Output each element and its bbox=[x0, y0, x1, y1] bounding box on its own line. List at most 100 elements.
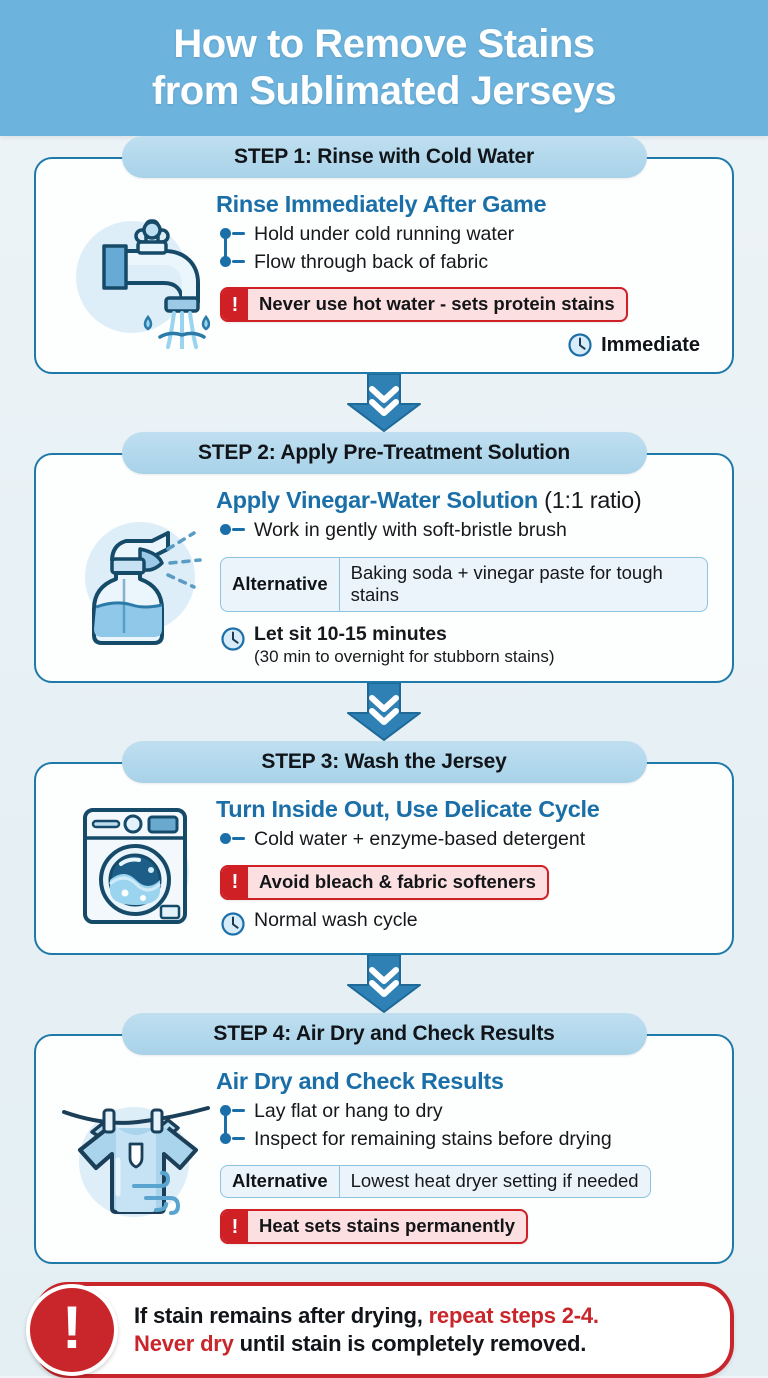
bullet-dot-icon bbox=[220, 833, 231, 845]
final-alert-line1-b: repeat steps 2-4. bbox=[428, 1302, 599, 1328]
double-chevron-down-arrow bbox=[347, 955, 421, 1014]
step-1-bullets: Hold under cold running water Flow throu… bbox=[220, 221, 708, 276]
step-2-alternative-label: Alternative bbox=[221, 558, 340, 612]
step-2-content: Apply Vinegar-Water Solution (1:1 ratio)… bbox=[216, 485, 714, 667]
page-title: How to Remove Stains from Sublimated Jer… bbox=[151, 21, 617, 115]
step-4-alternative-label: Alternative bbox=[221, 1166, 340, 1198]
step-1-timing: Immediate bbox=[216, 332, 708, 358]
step-3-bullet-1: Cold water + enzyme-based detergent bbox=[220, 826, 708, 854]
exclamation-mark-icon: ! bbox=[26, 1284, 118, 1377]
step-3-bullets: Cold water + enzyme-based detergent bbox=[220, 826, 708, 854]
step-3-body: Turn Inside Out, Use Delicate Cycle Cold… bbox=[34, 762, 734, 956]
bullet-rail bbox=[224, 232, 227, 263]
steps-container: STEP 1: Rinse with Cold Water bbox=[0, 136, 768, 1265]
step-1-bullet-1: Hold under cold running water bbox=[220, 221, 708, 249]
step-2-heading-text: Apply Vinegar-Water Solution bbox=[216, 487, 538, 514]
step-4-pill: STEP 4: Air Dry and Check Results bbox=[121, 1013, 647, 1056]
clock-icon bbox=[568, 333, 592, 357]
page-header: How to Remove Stains from Sublimated Jer… bbox=[0, 0, 768, 136]
bullet-stem-icon bbox=[232, 837, 245, 841]
step-1-warning-text: Never use hot water - sets protein stain… bbox=[259, 293, 615, 315]
final-alert-banner: ! If stain remains after drying, repeat … bbox=[26, 1282, 734, 1378]
clock-icon bbox=[221, 627, 245, 651]
bullet-stem-icon bbox=[232, 528, 245, 532]
step-card-1: STEP 1: Rinse with Cold Water bbox=[34, 136, 734, 375]
step-4-bullet-1-text: Lay flat or hang to dry bbox=[254, 1100, 443, 1123]
step-4-alternative-badge: Alternative Lowest heat dryer setting if… bbox=[220, 1165, 651, 1199]
clock-icon bbox=[221, 912, 245, 936]
faucet-icon bbox=[54, 199, 216, 349]
step-1-heading-text: Rinse Immediately After Game bbox=[216, 191, 547, 217]
step-4-heading-text: Air Dry and Check Results bbox=[216, 1068, 504, 1095]
step-2-pill-label: STEP 2: Apply Pre-Treatment Solution bbox=[197, 441, 571, 465]
step-1-bullet-2-text: Flow through back of fabric bbox=[254, 250, 489, 273]
step-3-bullet-1-text: Cold water + enzyme-based detergent bbox=[254, 828, 586, 851]
double-chevron-down-arrow bbox=[347, 374, 421, 433]
step-3-heading-text: Turn Inside Out, Use Delicate Cycle bbox=[216, 796, 600, 823]
step-2-bullets: Work in gently with soft-bristle brush bbox=[220, 517, 708, 545]
step-2-time-label: Let sit 10-15 minutes bbox=[254, 623, 447, 646]
step-1-content: Rinse Immediately After Game Hold under … bbox=[216, 189, 714, 358]
bullet-dot-icon bbox=[220, 1105, 231, 1117]
step-3-heading: Turn Inside Out, Use Delicate Cycle bbox=[216, 796, 708, 823]
step-4-bullet-1: Lay flat or hang to dry bbox=[220, 1098, 708, 1126]
step-4-bullet-2-text: Inspect for remaining stains before dryi… bbox=[254, 1127, 612, 1150]
step-card-2: STEP 2: Apply Pre-Treatment Solution bbox=[34, 432, 734, 684]
bullet-rail bbox=[224, 1109, 227, 1140]
bullet-dot-icon bbox=[220, 1132, 231, 1144]
final-alert-section: ! If stain remains after drying, repeat … bbox=[0, 1264, 768, 1378]
step-1-bullet-2: Flow through back of fabric bbox=[220, 249, 708, 277]
step-4-bullets: Lay flat or hang to dry Inspect for rema… bbox=[220, 1098, 708, 1153]
step-4-pill-label: STEP 4: Air Dry and Check Results bbox=[213, 1022, 555, 1046]
final-alert-line1-a: If stain remains after drying, bbox=[134, 1302, 429, 1328]
bullet-stem-icon bbox=[232, 259, 245, 263]
step-4-warning-text: Heat sets stains permanently bbox=[259, 1215, 516, 1237]
step-card-3: STEP 3: Wash the Jersey bbox=[34, 741, 734, 956]
step-1-pill: STEP 1: Rinse with Cold Water bbox=[121, 136, 647, 178]
step-1-heading: Rinse Immediately After Game bbox=[216, 191, 708, 218]
bullet-dot-icon bbox=[220, 255, 231, 267]
exclamation-mark-glyph: ! bbox=[62, 1294, 82, 1362]
step-4-bullet-2: Inspect for remaining stains before dryi… bbox=[220, 1126, 708, 1154]
connector-arrow-3 bbox=[34, 955, 734, 1014]
exclamation-icon: ! bbox=[222, 289, 248, 321]
bullet-stem-icon bbox=[232, 1109, 245, 1113]
hanging-shirt-icon bbox=[54, 1082, 216, 1232]
exclamation-icon: ! bbox=[222, 1211, 248, 1243]
step-3-time-label: Normal wash cycle bbox=[254, 908, 418, 931]
connector-arrow-2 bbox=[34, 683, 734, 742]
bullet-stem-icon bbox=[232, 1136, 245, 1140]
step-2-heading-suffix: (1:1 ratio) bbox=[537, 487, 642, 514]
step-1-pill-label: STEP 1: Rinse with Cold Water bbox=[234, 145, 534, 168]
step-1-body: Rinse Immediately After Game Hold under … bbox=[34, 157, 734, 375]
step-card-4: STEP 4: Air Dry and Check Results bbox=[34, 1013, 734, 1265]
step-2-time-sublabel: (30 min to overnight for stubborn stains… bbox=[254, 647, 555, 667]
step-1-bullet-1-text: Hold under cold running water bbox=[254, 223, 515, 246]
step-2-alternative-value: Baking soda + vinegar paste for tough st… bbox=[350, 562, 663, 606]
double-chevron-down-arrow bbox=[347, 683, 421, 742]
step-1-warning-badge: ! Never use hot water - sets protein sta… bbox=[220, 287, 628, 323]
step-2-body: Apply Vinegar-Water Solution (1:1 ratio)… bbox=[34, 453, 734, 684]
step-4-body: Air Dry and Check Results Lay flat or ha… bbox=[34, 1034, 734, 1265]
final-alert-line2-b: until stain is completely removed. bbox=[233, 1331, 587, 1357]
step-2-timing: Let sit 10-15 minutes (30 min to overnig… bbox=[220, 623, 708, 667]
step-2-bullet-1: Work in gently with soft-bristle brush bbox=[220, 517, 708, 545]
step-4-heading: Air Dry and Check Results bbox=[216, 1068, 708, 1095]
bullet-dot-icon bbox=[220, 524, 231, 536]
step-2-heading: Apply Vinegar-Water Solution (1:1 ratio) bbox=[216, 487, 708, 514]
step-2-alternative-badge: Alternative Baking soda + vinegar paste … bbox=[220, 557, 708, 613]
spray-bottle-icon bbox=[54, 501, 216, 651]
page-title-line-2: from Sublimated Jerseys bbox=[151, 69, 617, 113]
step-4-content: Air Dry and Check Results Lay flat or ha… bbox=[216, 1066, 714, 1248]
step-2-pill: STEP 2: Apply Pre-Treatment Solution bbox=[121, 432, 647, 475]
step-3-timing: Normal wash cycle bbox=[220, 909, 708, 937]
exclamation-icon: ! bbox=[222, 866, 248, 898]
connector-arrow-1 bbox=[34, 374, 734, 433]
step-4-warning-badge: ! Heat sets stains permanently bbox=[220, 1209, 529, 1245]
step-3-content: Turn Inside Out, Use Delicate Cycle Cold… bbox=[216, 794, 714, 937]
final-alert-text: If stain remains after drying, repeat st… bbox=[134, 1302, 599, 1359]
step-3-warning-badge: ! Avoid bleach & fabric softeners bbox=[220, 864, 549, 900]
washing-machine-icon bbox=[54, 794, 216, 939]
step-3-pill-label: STEP 3: Wash the Jersey bbox=[261, 750, 507, 774]
final-alert-line2-a: Never dry bbox=[134, 1331, 234, 1357]
